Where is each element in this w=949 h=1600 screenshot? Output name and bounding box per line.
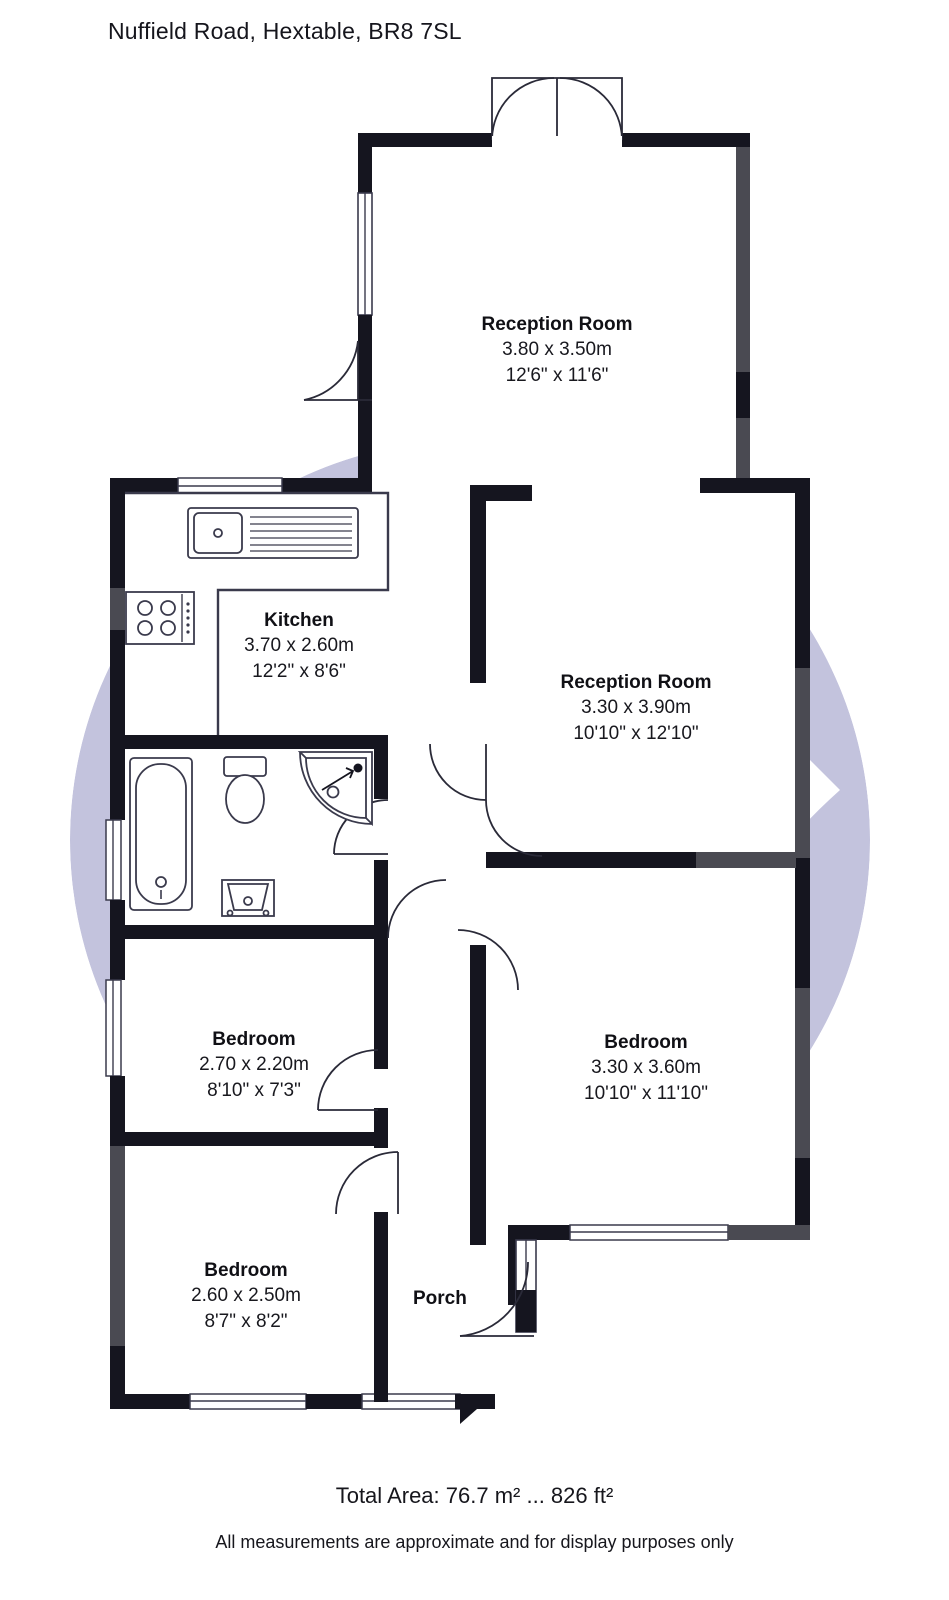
window-bedroom-main [569,1224,729,1241]
door-porch-outer [459,1261,534,1337]
wall-segment [110,478,125,588]
wall-segment [795,478,810,668]
window-bay-left [357,192,373,316]
wall-segment [118,735,388,749]
disclaimer-text: All measurements are approximate and for… [215,1532,734,1552]
window-bedroom-rear [189,1393,307,1410]
wall-segment [110,630,125,820]
wall-segment [374,1212,388,1402]
wall-segment [470,485,486,683]
wall-segment [118,925,388,939]
room-label-porch: Porch [413,1288,467,1309]
corner-shower-icon [297,751,373,827]
wall-segment [700,478,810,493]
wall-segment [374,939,388,1069]
window-bathroom [105,819,122,901]
kitchen-hob-icon [125,591,195,645]
wall-segment [110,1076,125,1146]
bathtub-icon [129,757,193,911]
wall-segment [358,133,372,193]
total-area-text: Total Area: 76.7 m² ... 826 ft² [335,1483,614,1508]
kitchen-counter-outline [125,491,390,735]
wall-segment [470,485,532,501]
window-kitchen-top [177,477,283,494]
wall-segment [118,1132,388,1146]
wall-segment [455,1394,495,1409]
wall-segment [374,735,388,799]
wall-segment [486,852,696,868]
door-hall-lower [457,929,519,991]
walls [105,77,810,1424]
wall-segment [374,1108,388,1148]
door-bedroom-rear [335,1151,399,1215]
wall-segment [374,860,388,930]
window-bedroom-small [105,979,122,1077]
wall-segment [110,588,125,630]
wall-segment [795,858,810,988]
wall-segment [696,852,796,868]
wall-segment [358,133,492,147]
wall-segment [736,147,750,372]
wall-segment [110,1146,125,1346]
door-reception-front [303,340,372,401]
wall-segment [358,430,372,492]
kitchen-sink-icon [187,507,359,559]
wall-segment [736,372,750,418]
wall-segment [306,1394,362,1409]
wall-segment [358,315,372,443]
wall-segment [795,988,810,1158]
wall-segment [795,668,810,858]
wall-segment [470,945,486,1245]
french-doors-icon [491,77,623,141]
wall-segment [728,1225,810,1240]
door-reception-rear [429,743,487,801]
wall-segment [110,1346,125,1408]
wall-segment [795,1158,810,1240]
door-bedroom-small [317,1049,379,1111]
door-hall-mid [485,799,543,857]
porch-entry-door [515,1239,537,1333]
wall-segment [110,900,125,980]
wall-segment [736,418,750,492]
page-title: Nuffield Road, Hextable, BR8 7SL [108,18,462,44]
wall-segment [622,133,750,147]
wall-segment [110,1394,190,1409]
toilet-icon [223,756,267,824]
washbasin-icon [221,879,275,917]
